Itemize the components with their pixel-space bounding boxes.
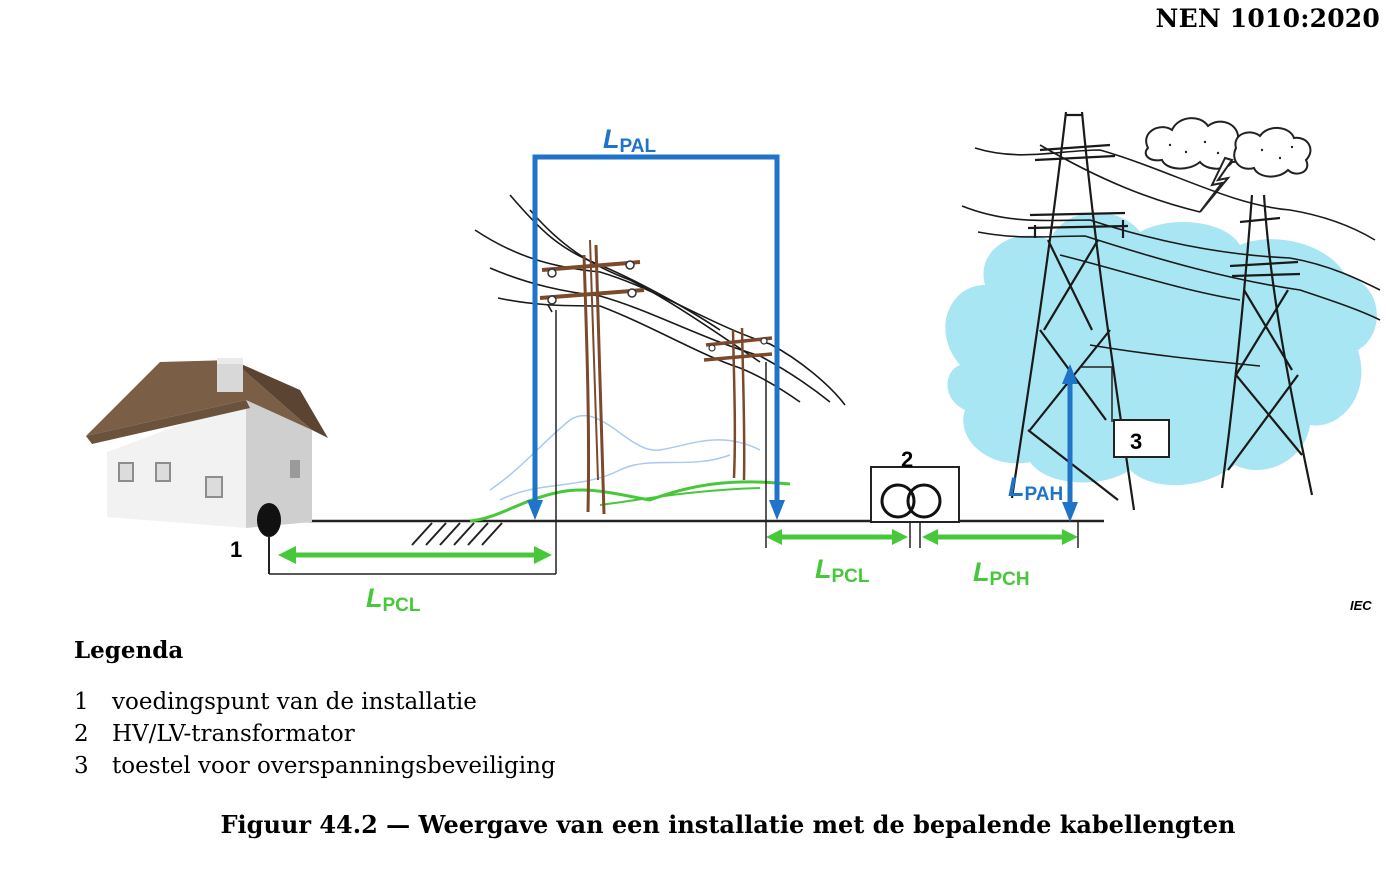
legend-item-number: 3 [74, 753, 89, 779]
supply-point-marker [257, 503, 281, 537]
utility-pole-1 [539, 239, 645, 515]
lpah-dimension [1062, 364, 1078, 522]
lpcl-left-label: LPCL [366, 583, 421, 616]
lpcl-right-dimension [765, 521, 908, 548]
legend-item-number: 2 [74, 721, 89, 747]
point-2-label: 2 [901, 447, 913, 472]
utility-pole-2 [703, 327, 773, 481]
legend-item-number: 1 [74, 689, 89, 715]
standard-code: NEN 1010:2020 [1155, 4, 1380, 33]
lpal-dimension [527, 154, 785, 520]
lpah-label: LPAH [1008, 472, 1063, 505]
lpcl-left-dimension [278, 546, 552, 564]
overhead-wires-left [474, 194, 846, 406]
iec-credit: IEC [1350, 598, 1372, 613]
house-icon [86, 358, 328, 528]
point-3-label: 3 [1130, 429, 1142, 454]
underground-hatch [411, 522, 503, 546]
point-1-label: 1 [230, 537, 242, 562]
hills [469, 414, 791, 523]
figure-caption: Figuur 44.2 — Weergave van een installat… [220, 810, 1236, 839]
sky-cloud [945, 212, 1377, 486]
legend-item-text: toestel voor overspanningsbeveiliging [112, 753, 556, 779]
lightning-icon [1199, 156, 1234, 213]
legend-item: 3 toestel voor overspanningsbeveiliging [74, 750, 556, 782]
lpch-label: LPCH [973, 557, 1030, 590]
lpcl-right-label: LPCL [815, 554, 870, 587]
pylon-small [1220, 194, 1314, 496]
legend-item-text: voedingspunt van de installatie [112, 689, 477, 715]
legend-list: 1 voedingspunt van de installatie 2 HV/L… [74, 686, 556, 782]
spd-box [1113, 419, 1170, 458]
installation-diagram: 1 LPAL LPCL [86, 111, 1381, 616]
legend-item: 1 voedingspunt van de installatie [74, 686, 556, 718]
legend-item: 2 HV/LV-transformator [74, 718, 556, 750]
legend-item-text: HV/LV-transformator [112, 721, 355, 747]
legend-title: Legenda [74, 637, 184, 664]
storm-cloud-icon [1144, 117, 1312, 178]
lpch-dimension [922, 521, 1079, 548]
lpal-label: LPAL [603, 124, 656, 157]
transformer-icon [870, 466, 960, 548]
